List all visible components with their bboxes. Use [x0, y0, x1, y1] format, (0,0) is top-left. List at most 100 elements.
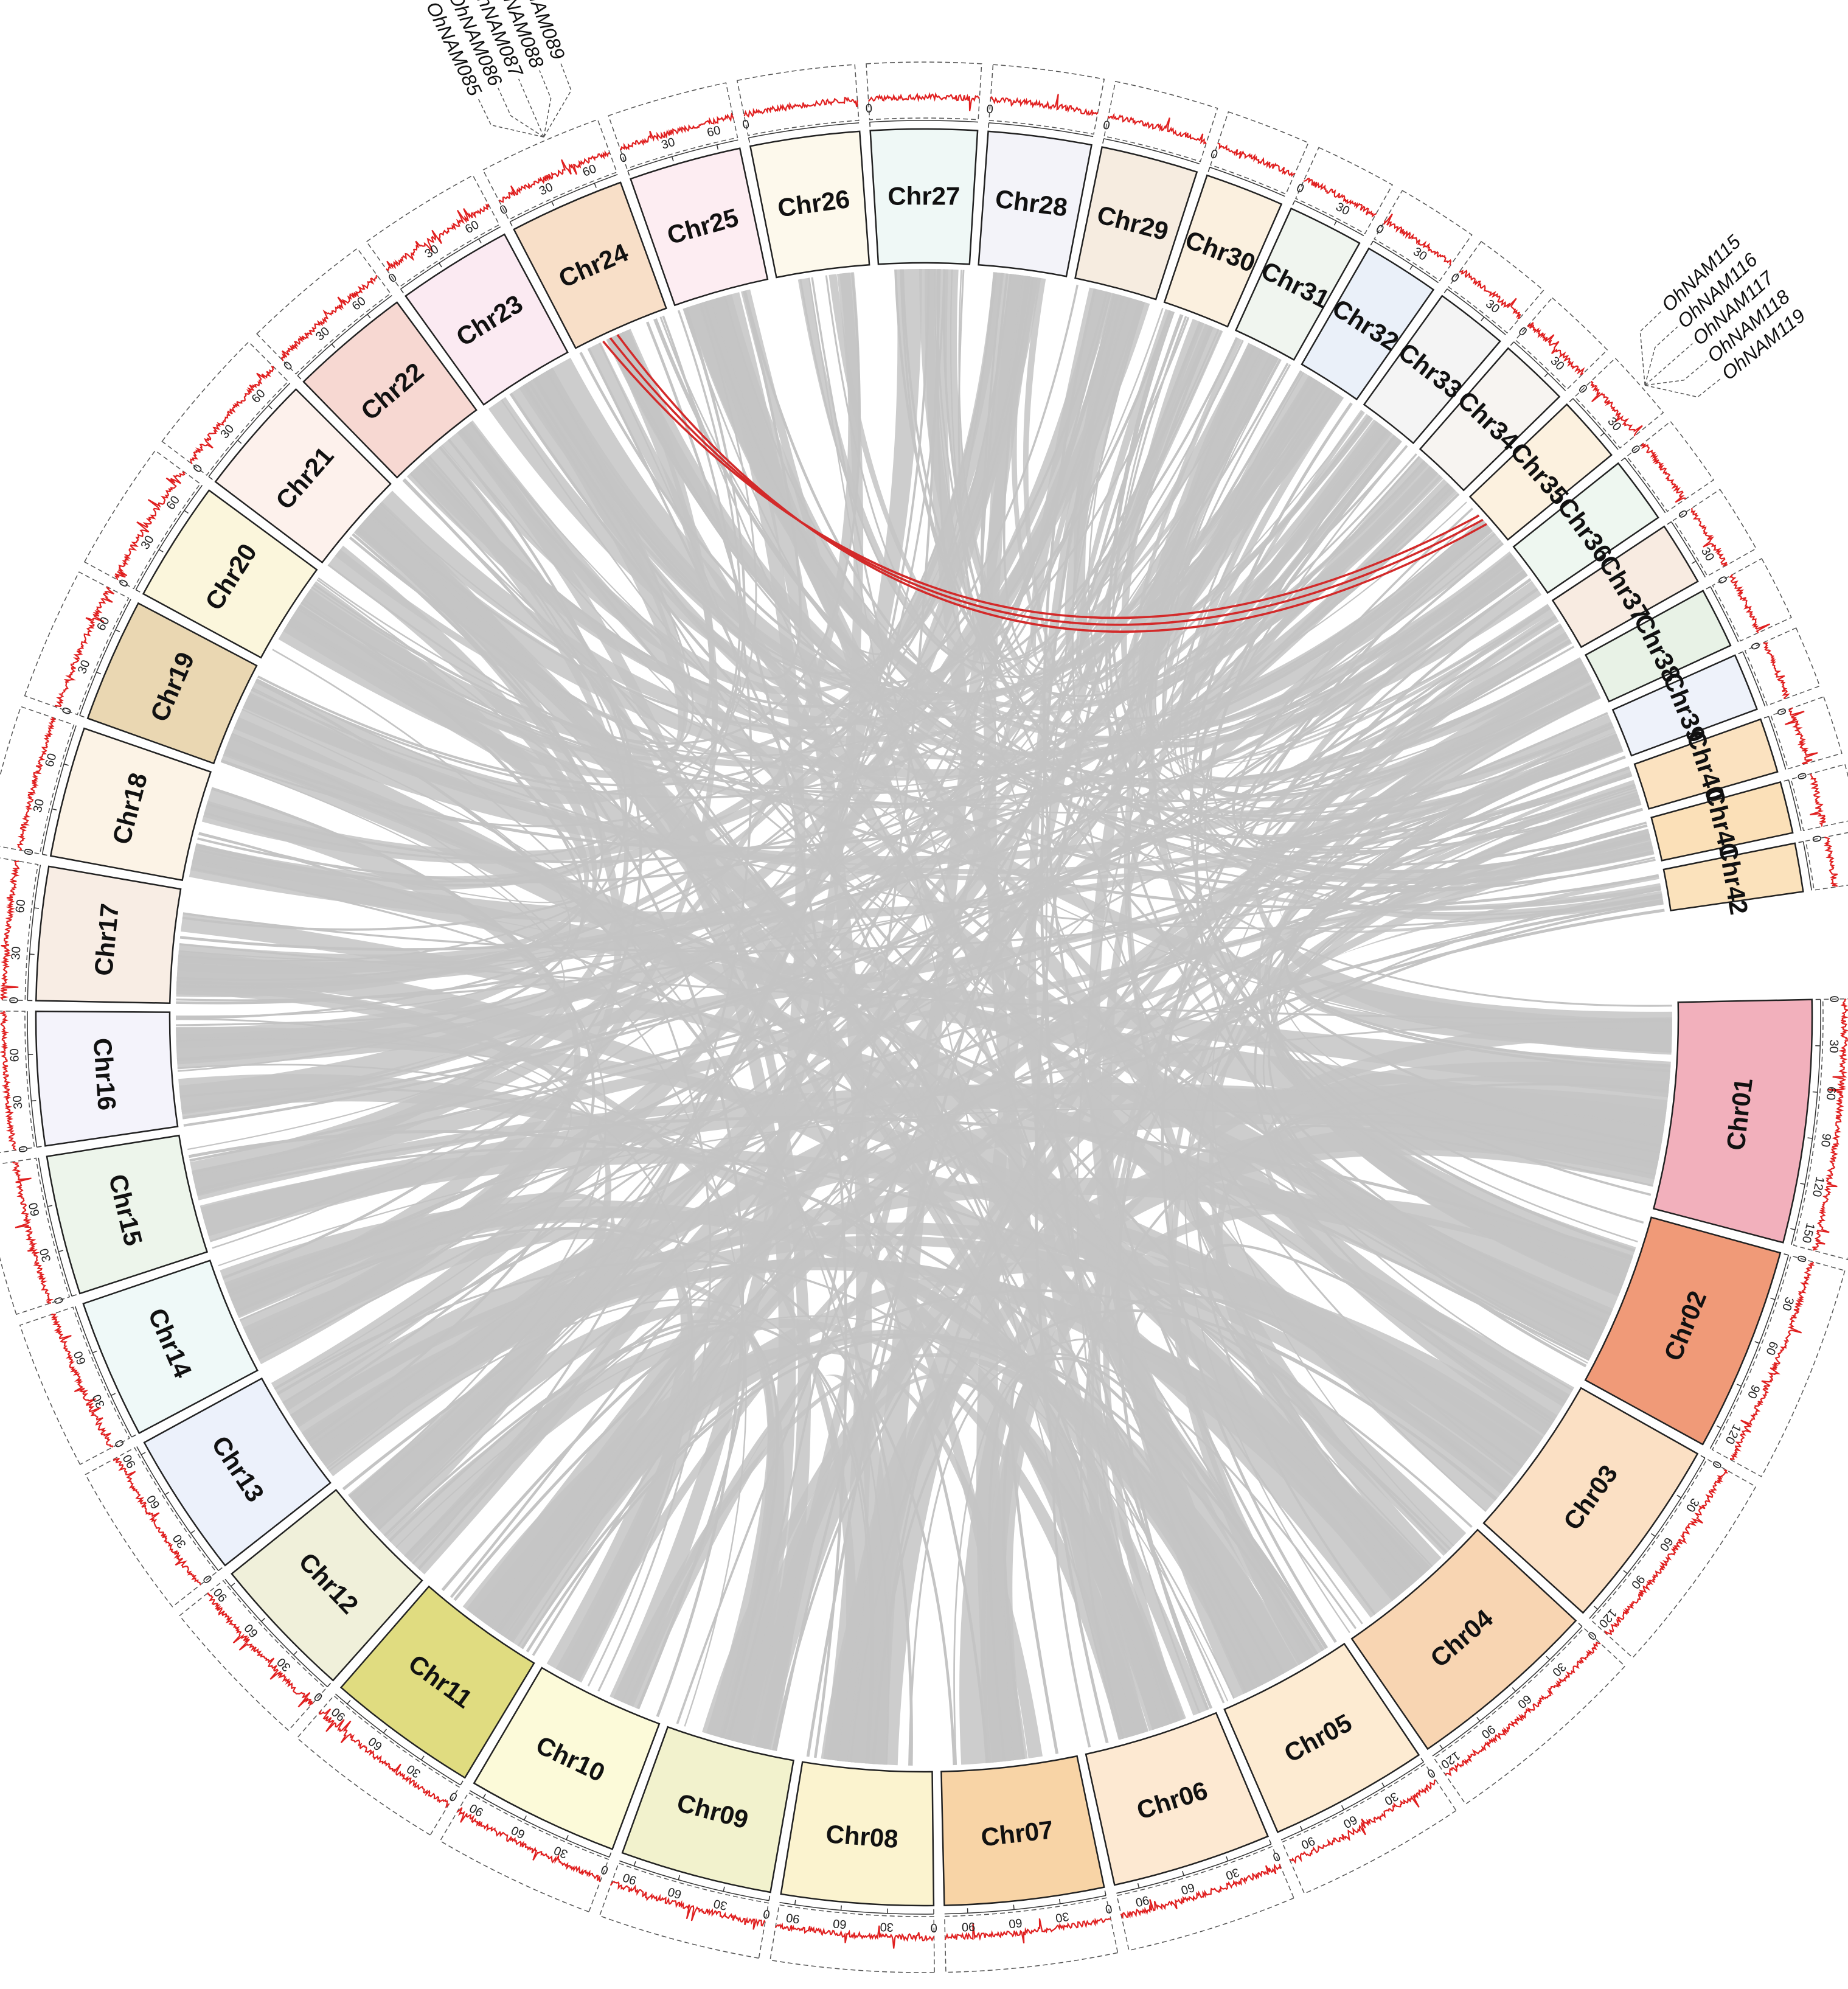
tick-label: 0 — [1675, 508, 1690, 521]
track-frame — [608, 82, 738, 169]
track-tick — [92, 1350, 97, 1354]
chromosome-block — [1652, 998, 1813, 1244]
chromosome-chr27: Chr27 — [869, 128, 979, 265]
synteny-ribbon — [1030, 287, 1223, 664]
tick-label: 90 — [120, 1452, 139, 1471]
track-axis — [135, 485, 203, 590]
density-line — [386, 203, 490, 271]
tick-label: 60 — [832, 1917, 847, 1931]
synteny-line — [412, 315, 752, 1565]
chromosome-block — [978, 130, 1092, 277]
tick-label: 0 — [986, 103, 994, 117]
chromosome-block — [869, 128, 979, 265]
tick-label: 30 — [170, 1531, 189, 1550]
tick-label: 60 — [13, 899, 29, 914]
synteny-line — [377, 330, 1223, 1530]
tick-label: 60 — [1763, 1339, 1780, 1357]
chromosome-block — [35, 865, 182, 1005]
synteny-line — [1198, 439, 1582, 798]
synteny-line — [533, 274, 1012, 675]
density-line — [774, 1922, 935, 1949]
track-frame — [944, 1897, 1119, 1973]
track-tick — [237, 440, 242, 444]
track-tick — [218, 1567, 223, 1572]
chromosome-block — [473, 1667, 661, 1850]
gene-leader — [1644, 343, 1693, 386]
density-line — [1459, 270, 1521, 319]
density-line — [1812, 998, 1848, 1251]
chromosome-chr26: Chr26 — [749, 130, 870, 279]
synteny-line — [251, 302, 757, 794]
track-tick — [1207, 167, 1211, 172]
track-tick — [1226, 1856, 1229, 1861]
track-frame — [0, 1011, 35, 1153]
synteny-ribbon — [847, 275, 1038, 1765]
chromosome-block — [749, 130, 870, 279]
track-axis — [1670, 521, 1706, 578]
synteny-line — [872, 1309, 1497, 1764]
density-line — [16, 717, 57, 851]
track-tick — [716, 144, 719, 150]
track-tick — [551, 201, 554, 206]
synteny-ribbon — [176, 787, 1638, 1070]
synteny-line — [850, 888, 1662, 1763]
track-tick — [1333, 220, 1337, 226]
density-line — [113, 1457, 201, 1586]
track-frame — [1672, 489, 1757, 577]
density-line — [619, 112, 734, 151]
synteny-line — [178, 357, 1279, 1072]
chromosome-block — [46, 1134, 209, 1295]
chromosome-chr21: Chr21 — [214, 388, 392, 564]
chromosome-block — [339, 1585, 535, 1779]
synteny-line — [176, 455, 627, 989]
track-tick — [1546, 1656, 1551, 1660]
tick-label: 0 — [742, 117, 751, 132]
track-frame — [1744, 627, 1821, 706]
track-axis — [79, 599, 131, 716]
chromosome-chr41: Chr41 — [1650, 781, 1794, 862]
synteny-line — [176, 300, 1141, 981]
density-line — [990, 94, 1099, 117]
tick-label: 0 — [1448, 271, 1462, 285]
synteny-line — [300, 527, 1492, 795]
track-tick — [268, 405, 273, 409]
tick-label: 60 — [1824, 1086, 1838, 1101]
tick-label: 0 — [1104, 1901, 1113, 1916]
track-tick — [609, 1852, 612, 1858]
track-frame — [736, 64, 860, 136]
density-line — [1603, 1469, 1729, 1635]
track-tick — [367, 314, 371, 319]
track-axis — [1432, 1626, 1583, 1757]
track-tick — [293, 1651, 297, 1656]
track-tick — [1691, 560, 1697, 564]
track-axis — [779, 1901, 934, 1915]
synteny-line — [1148, 364, 1513, 748]
tick-label: 60 — [1341, 1813, 1360, 1831]
synteny-line — [872, 578, 1532, 1764]
tick-label: 30 — [1698, 545, 1717, 563]
synteny-line — [297, 501, 1467, 790]
gene-leader — [1645, 377, 1722, 398]
chromosome-label: Chr08 — [825, 1819, 899, 1853]
track-tick — [1370, 240, 1374, 246]
highlighted-links — [602, 333, 1487, 633]
synteny-line — [256, 678, 1663, 930]
tick-label: 60 — [71, 1349, 89, 1367]
synteny-line — [316, 579, 1433, 1567]
tick-label: 0 — [60, 706, 74, 717]
density-chr27: 0 — [865, 61, 982, 127]
track-axis — [38, 1157, 72, 1297]
synteny-line — [1010, 1376, 1181, 1754]
synteny-line — [532, 435, 1396, 1656]
synteny-line — [192, 766, 1630, 1174]
chromosome-chr36: Chr36 — [1512, 462, 1659, 594]
track-tick — [1790, 1228, 1796, 1230]
tick-label: 30 — [1224, 1865, 1241, 1882]
tick-label: 30 — [712, 1897, 729, 1912]
track-tick — [164, 1491, 170, 1496]
synteny-line — [459, 429, 1655, 890]
synteny-line — [195, 446, 634, 887]
